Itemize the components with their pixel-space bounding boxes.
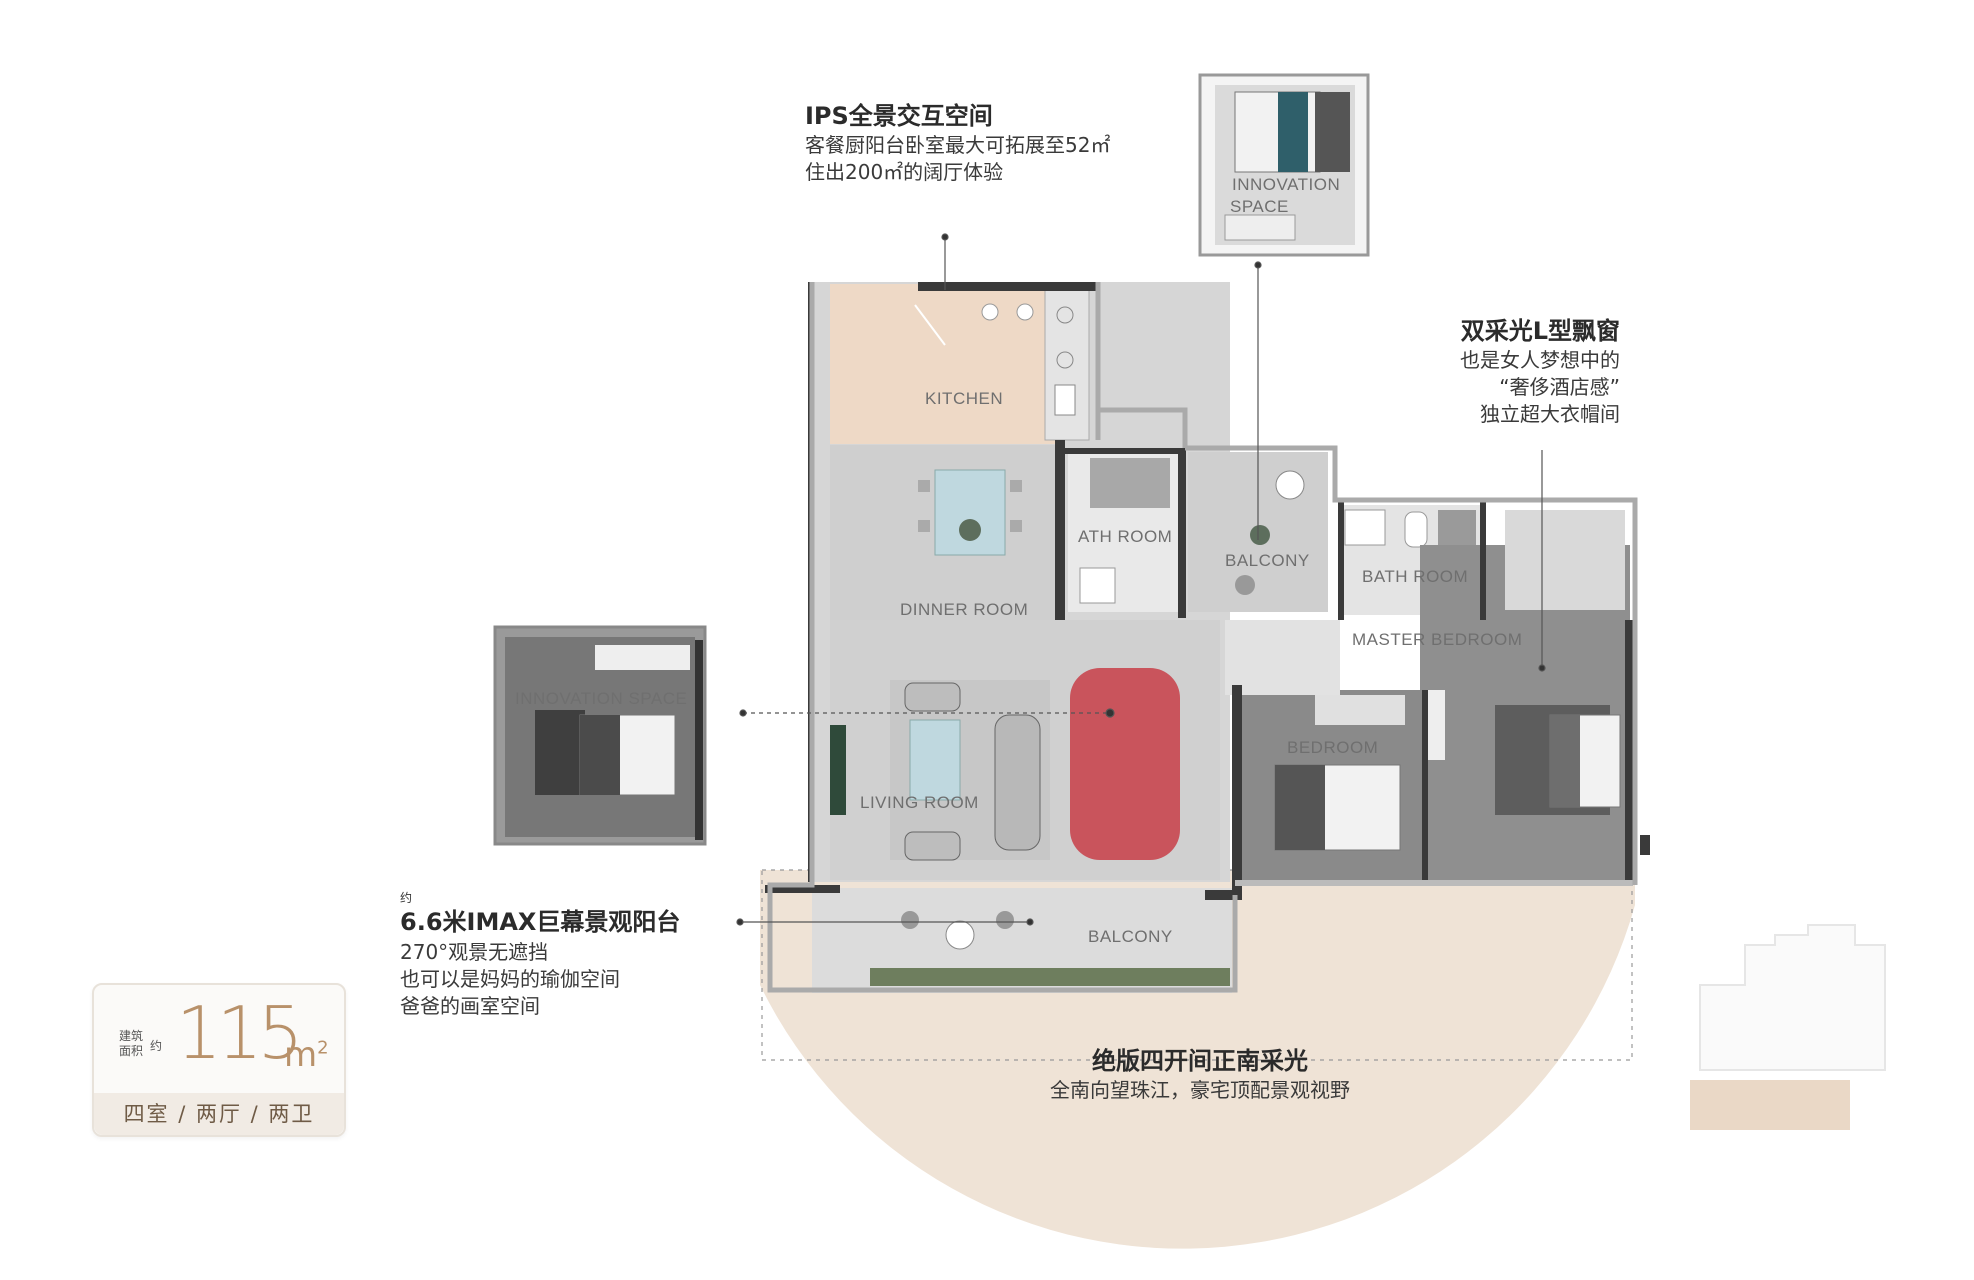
callout-window: 双采光L型飘窗 也是女人梦想中的 “奢侈酒店感” 独立超大衣帽间 — [1380, 315, 1620, 428]
innovation-left-closet — [595, 645, 690, 670]
armchair-icon — [904, 682, 961, 712]
bath2-label: BATH ROOM — [1362, 567, 1468, 586]
master-bed-blanket — [1550, 715, 1580, 807]
area-badge: 建筑 面积 约 115 m2 四室 / 两厅 / 两卫 — [92, 983, 346, 1137]
area-value: 115 — [176, 991, 303, 1075]
balcony-main-label: BALCONY — [1088, 927, 1173, 946]
callout-ips: IPS全景交互空间 客餐厨阳台卧室最大可拓展至52㎡ 住出200㎡的阔厅体验 — [805, 100, 1110, 186]
balcony-small-label: BALCONY — [1225, 551, 1310, 570]
kitchen-table-line — [914, 304, 946, 346]
callout-window-line2: “奢侈酒店感” — [1499, 375, 1620, 400]
callout-window-line3: 独立超大衣帽间 — [1480, 402, 1620, 427]
sofa-icon — [994, 714, 1041, 851]
dining-table — [934, 469, 1006, 556]
callout-south: 绝版四开间正南采光 全南向望珠江，豪宅顶配景观视野 — [950, 1045, 1450, 1104]
bedroom-label: BEDROOM — [1287, 738, 1378, 757]
master-label: MASTER BEDROOM — [1352, 630, 1522, 649]
toilet-icon — [1404, 511, 1428, 548]
innovation-left-blanket — [580, 715, 620, 795]
outer-outline — [767, 282, 1638, 993]
innovation-top-closet — [1224, 214, 1296, 241]
innovation-top-rug — [1315, 92, 1350, 172]
red-rug-highlight — [1070, 668, 1180, 860]
bath1-sink — [1079, 567, 1116, 604]
bedroom-bed-blanket — [1275, 765, 1325, 850]
chair-icon — [1010, 520, 1022, 532]
planter-strip — [870, 968, 1230, 986]
round-table-icon — [1275, 470, 1305, 500]
bath1-label: ATH ROOM — [1078, 527, 1172, 546]
dish-icon — [981, 303, 999, 321]
callout-ips-line1: 客餐厨阳台卧室最大可拓展至52㎡ — [805, 133, 1111, 158]
sink-icon — [1054, 384, 1076, 416]
callout-window-title: 双采光L型飘窗 — [1460, 317, 1620, 345]
dish-icon — [1016, 303, 1034, 321]
bedroom-closet — [1315, 695, 1405, 725]
armchair-icon — [904, 831, 961, 861]
chair-icon — [918, 520, 930, 532]
stove-icon — [1056, 351, 1074, 369]
innovation-top-blanket — [1278, 92, 1308, 172]
area-rooms: 四室 / 两厅 / 两卫 — [94, 1093, 344, 1135]
living-label: LIVING ROOM — [860, 793, 979, 812]
chair-icon — [1010, 480, 1022, 492]
callout-balcony-line1: 270°观景无遮挡 — [400, 939, 549, 964]
plant-icon — [959, 519, 981, 541]
master-desk — [1425, 690, 1445, 760]
plant-icon — [1250, 525, 1270, 545]
callout-south-title: 绝版四开间正南采光 — [1092, 1047, 1308, 1075]
hallway-floor — [1225, 620, 1340, 695]
chair-icon — [901, 911, 919, 929]
innovation-left-rug — [535, 710, 585, 795]
area-approx: 约 — [150, 1039, 163, 1053]
chair-icon — [996, 911, 1014, 929]
callout-balcony-line2: 也可以是妈妈的瑜伽空间 — [400, 966, 620, 991]
bath1-shower — [1090, 458, 1170, 508]
round-table-icon — [945, 920, 975, 950]
leader-lines — [736, 233, 1546, 926]
callout-ips-title: IPS全景交互空间 — [805, 102, 993, 130]
callout-ips-line2: 住出200㎡的阔厅体验 — [805, 160, 1004, 185]
kitchen-label: KITCHEN — [925, 389, 1003, 408]
area-unit: m2 — [284, 1035, 329, 1075]
area-label-line2: 面积 — [118, 1044, 143, 1058]
dinner-label: DINNER ROOM — [900, 600, 1028, 619]
chair-icon — [918, 480, 930, 492]
bath2-sink — [1344, 509, 1386, 546]
stove-icon — [1056, 306, 1074, 324]
callout-balcony: 约 6.6米IMAX巨幕景观阳台 270°观景无遮挡 也可以是妈妈的瑜伽空间 爸… — [400, 890, 680, 1020]
innovation-left-label: INNOVATION SPACE — [515, 689, 687, 708]
kitchen-counter — [1044, 289, 1090, 441]
callout-balcony-approx: 约 — [400, 891, 413, 905]
innovation-top-label-2: SPACE — [1230, 197, 1289, 216]
compass-decoration — [1690, 924, 1886, 1130]
area-label: 建筑 面积 — [116, 1029, 146, 1059]
coffee-table — [909, 719, 961, 801]
walls — [765, 282, 1650, 900]
area-unit-sup: 2 — [317, 1037, 329, 1059]
callout-south-line1: 全南向望珠江，豪宅顶配景观视野 — [1050, 1078, 1350, 1103]
callout-window-line1: 也是女人梦想中的 — [1460, 348, 1620, 373]
area-label-line1: 建筑 — [118, 1029, 143, 1043]
innovation-top-label-1: INNOVATION — [1232, 175, 1340, 194]
lounge-chair-icon — [1235, 575, 1255, 595]
area-unit-text: m — [284, 1035, 318, 1075]
callout-balcony-line3: 爸爸的画室空间 — [400, 993, 540, 1018]
master-closet — [1505, 510, 1625, 610]
innovation-left-wall — [695, 640, 703, 840]
tv-wall — [830, 725, 846, 815]
callout-balcony-title: 6.6米IMAX巨幕景观阳台 — [400, 908, 681, 937]
